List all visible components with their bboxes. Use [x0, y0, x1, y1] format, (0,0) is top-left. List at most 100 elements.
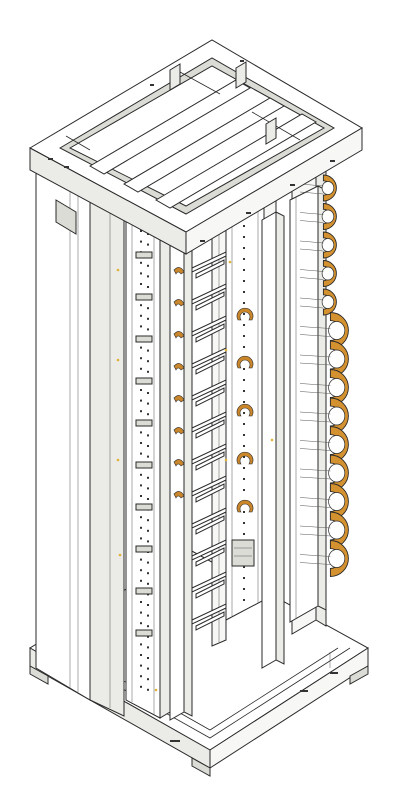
- rail-hole: [147, 540, 149, 542]
- rail-slot: [136, 546, 152, 552]
- rail-hole: [140, 304, 142, 306]
- rail-slot: [136, 420, 152, 426]
- rail-hole: [147, 562, 149, 564]
- rail-hole: [140, 272, 142, 274]
- rivet: [119, 554, 122, 557]
- rail-hole: [147, 434, 149, 436]
- rail-hole: [140, 527, 142, 529]
- rail-hole: [140, 262, 142, 264]
- rail-hole: [140, 516, 142, 518]
- rail-hole: [147, 371, 149, 373]
- rail-hole: [147, 403, 149, 405]
- center-hole: [243, 225, 245, 227]
- center-hole: [243, 236, 245, 238]
- rail-hole: [147, 286, 149, 288]
- rail-hole: [140, 431, 142, 433]
- center-hole: [243, 379, 245, 381]
- rivet: [225, 349, 228, 352]
- rail-hole: [147, 668, 149, 670]
- center-hole: [243, 258, 245, 260]
- rail-hole: [147, 413, 149, 415]
- rivet: [117, 269, 120, 272]
- rivet: [117, 459, 120, 462]
- center-hole: [243, 511, 245, 513]
- rail-slot: [136, 252, 152, 258]
- center-hole: [243, 335, 245, 337]
- rail-hole: [147, 360, 149, 362]
- rail-hole: [147, 689, 149, 691]
- rail-slot: [136, 504, 152, 510]
- rail-hole: [140, 580, 142, 582]
- rail-hole: [147, 445, 149, 447]
- center-hole: [243, 599, 245, 601]
- rail-slot: [136, 336, 152, 342]
- rail-hole: [147, 392, 149, 394]
- rail-hole: [140, 368, 142, 370]
- rail-slot: [136, 588, 152, 594]
- rail-hole: [147, 307, 149, 309]
- rail-hole: [140, 315, 142, 317]
- rail-hole: [140, 241, 142, 243]
- rail-hole: [147, 487, 149, 489]
- rail-hole: [147, 572, 149, 574]
- rail-hole: [140, 347, 142, 349]
- rail-hole: [140, 665, 142, 667]
- center-hole: [243, 434, 245, 436]
- rail-hole: [140, 612, 142, 614]
- center-hole: [243, 401, 245, 403]
- rail-hole: [147, 615, 149, 617]
- cable-management-rail: [290, 175, 348, 622]
- center-hole: [243, 522, 245, 524]
- rail-hole: [140, 601, 142, 603]
- rail-hole: [147, 350, 149, 352]
- center-hole: [243, 368, 245, 370]
- center-hole: [243, 313, 245, 315]
- rail-hole: [147, 318, 149, 320]
- rail-hole: [140, 495, 142, 497]
- center-hole: [243, 478, 245, 480]
- rail-slot: [136, 294, 152, 300]
- rail-slot: [136, 462, 152, 468]
- rivet: [225, 459, 228, 462]
- rail-hole: [140, 686, 142, 688]
- rail-hole: [140, 400, 142, 402]
- center-hole: [243, 346, 245, 348]
- center-hole: [243, 467, 245, 469]
- rail-hole: [140, 569, 142, 571]
- rivet: [229, 261, 232, 264]
- rail-slot: [136, 630, 152, 636]
- rail-hole: [140, 654, 142, 656]
- rail-hole: [147, 519, 149, 521]
- center-hole: [243, 269, 245, 271]
- rail-hole: [140, 537, 142, 539]
- rail-hole: [147, 657, 149, 659]
- center-hole: [243, 247, 245, 249]
- rivet: [271, 439, 274, 442]
- rail-hole: [140, 389, 142, 391]
- rail-hole: [140, 410, 142, 412]
- center-hole: [243, 577, 245, 579]
- rail-hole: [147, 265, 149, 267]
- center-hole: [243, 445, 245, 447]
- rail-hole: [140, 357, 142, 359]
- rail-hole: [140, 283, 142, 285]
- center-hole: [243, 423, 245, 425]
- center-hole: [243, 280, 245, 282]
- rail-hole: [140, 442, 142, 444]
- rail-hole: [147, 625, 149, 627]
- front-mounting-rail: [126, 200, 170, 718]
- rail-hole: [140, 474, 142, 476]
- rail-hole: [147, 477, 149, 479]
- rivet: [117, 359, 120, 362]
- rail-hole: [147, 275, 149, 277]
- center-hole: [243, 390, 245, 392]
- center-termination-panel: [226, 186, 264, 620]
- left-side-panel: [36, 150, 124, 716]
- center-hole: [243, 412, 245, 414]
- rail-slot: [136, 378, 152, 384]
- center-hole: [243, 489, 245, 491]
- rail-hole: [140, 484, 142, 486]
- rail-hole: [147, 530, 149, 532]
